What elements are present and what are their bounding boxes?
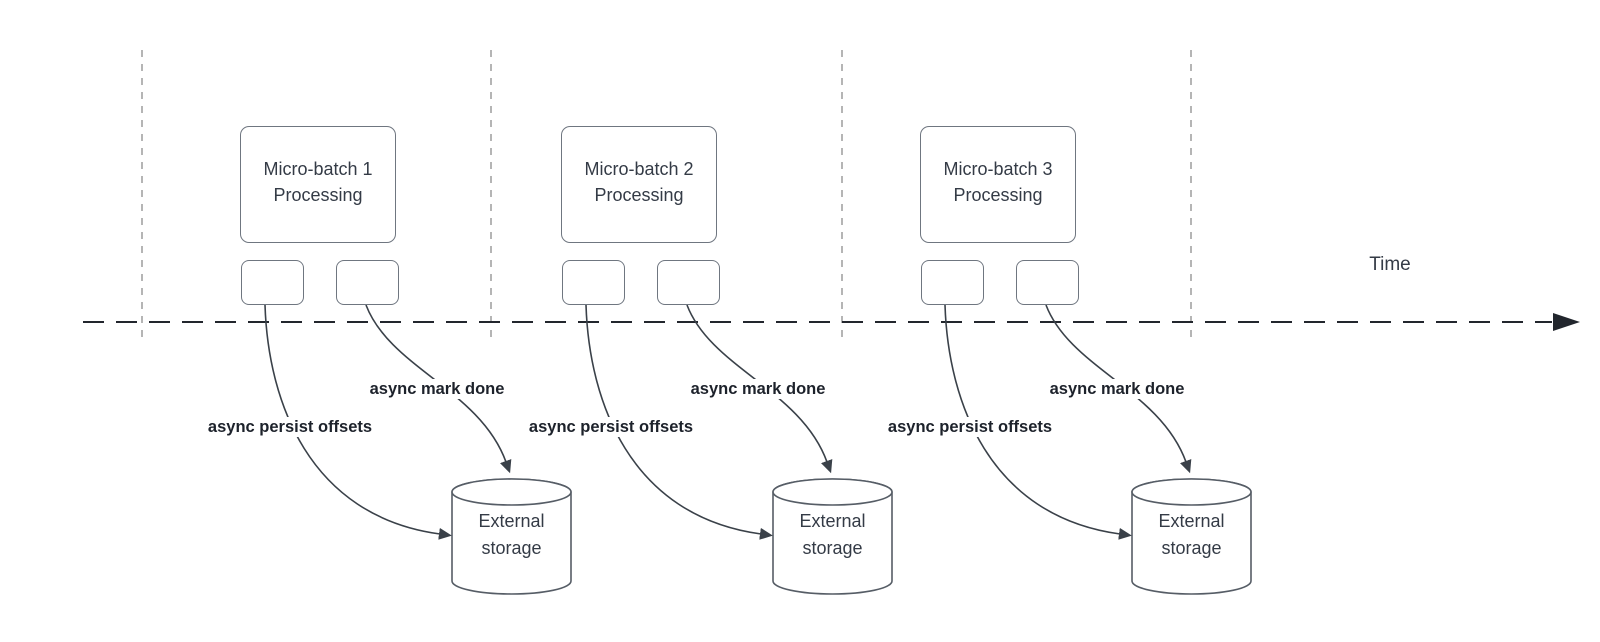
external-storage-cylinder-top — [451, 478, 572, 506]
mark-done-arrow — [686, 304, 833, 474]
mark-done-arrow — [365, 304, 512, 474]
external-storage-cylinder-top — [1131, 478, 1252, 506]
external-storage-cylinder-top — [772, 478, 893, 506]
time-axis-arrowhead-icon — [1553, 313, 1580, 331]
persist-offsets-arrow — [585, 304, 773, 540]
cluster-3-wires — [944, 304, 1252, 595]
persist-offsets-arrow — [264, 304, 452, 540]
persist-offsets-arrow — [944, 304, 1132, 540]
cluster-2-wires — [585, 304, 893, 595]
time-axis-label: Time — [1369, 254, 1411, 275]
cluster-1-wires — [264, 304, 572, 595]
mark-done-arrow — [1045, 304, 1192, 474]
